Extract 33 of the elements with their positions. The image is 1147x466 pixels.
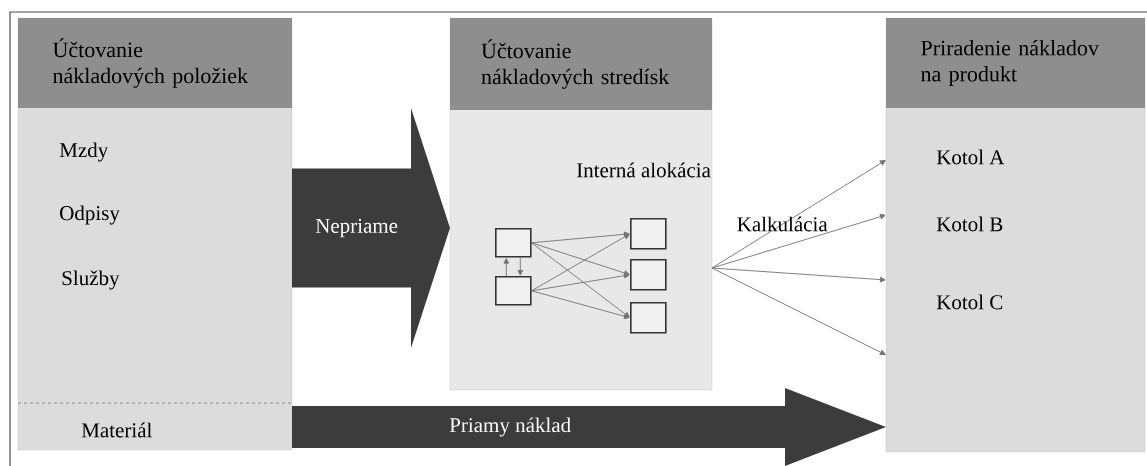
arrow bbox=[531, 242, 630, 318]
small-box bbox=[630, 259, 667, 291]
item-label: Odpisy bbox=[60, 205, 120, 225]
edge-label: Nepriame bbox=[314, 217, 399, 239]
item-label: Interná alokácia bbox=[576, 162, 711, 178]
edge-label: Priamy náklad bbox=[448, 416, 573, 438]
arrow bbox=[711, 267, 886, 283]
item-label: Mzdy bbox=[59, 142, 109, 162]
arrow bbox=[531, 233, 630, 292]
small-box bbox=[630, 218, 667, 250]
small-box bbox=[495, 228, 532, 258]
item-label: Kotol C bbox=[936, 294, 1003, 310]
panel-heading: Účtovanie nákladových stredísk bbox=[450, 18, 712, 110]
item-label: Kotol A bbox=[936, 149, 1005, 165]
arrow bbox=[711, 267, 886, 356]
fan-label: Kalkulácia bbox=[737, 216, 828, 232]
block-arrow bbox=[292, 108, 450, 348]
arrow bbox=[711, 213, 886, 269]
arrow bbox=[517, 257, 524, 276]
arrow bbox=[531, 231, 630, 244]
item-label: Kotol B bbox=[936, 216, 1003, 232]
small-box bbox=[495, 276, 532, 306]
item-label: Materiál bbox=[81, 422, 152, 438]
arrow bbox=[531, 272, 630, 292]
arrow bbox=[711, 160, 886, 269]
small-box bbox=[630, 302, 667, 334]
arrow bbox=[503, 258, 510, 277]
arrow bbox=[531, 242, 630, 276]
panel-heading: Účtovanie nákladových položiek bbox=[18, 18, 292, 108]
arrow bbox=[531, 290, 630, 320]
block-arrow bbox=[292, 388, 886, 466]
panel-heading: Priradenie nákladov na produkt bbox=[886, 18, 1145, 108]
item-label: Služby bbox=[62, 270, 120, 290]
